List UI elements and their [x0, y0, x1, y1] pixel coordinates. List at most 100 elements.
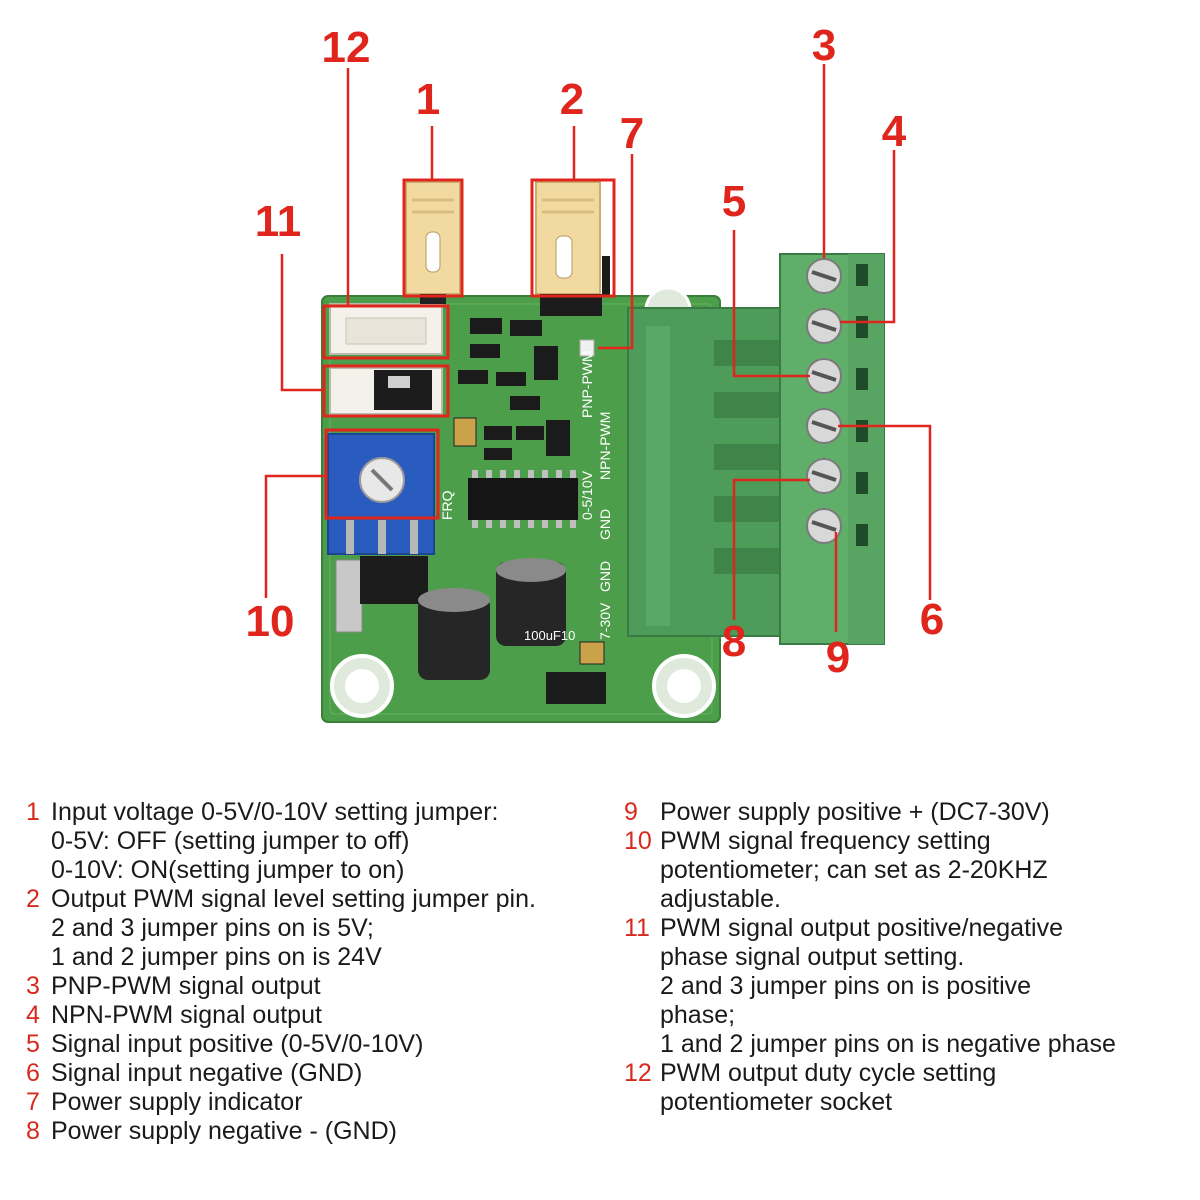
- legend-number: 4: [26, 1001, 40, 1029]
- legend-text: Output PWM signal level setting jumper p…: [51, 885, 536, 913]
- legend-text: Power supply negative - (GND): [51, 1117, 397, 1145]
- callout-number-7: 7: [620, 109, 644, 158]
- leader-line-11: [280, 254, 324, 392]
- silk-gnd: GND: [597, 509, 613, 540]
- legend-item-8: 8 Power supply negative - (GND): [26, 1117, 616, 1146]
- legend-text: PNP-PWM signal output: [51, 972, 321, 1000]
- legend-text: PWM signal frequency setting: [660, 827, 991, 855]
- callout-number-1: 1: [416, 75, 440, 124]
- terminal-screw: [806, 458, 842, 494]
- silk-power-input: 7-30V: [597, 602, 613, 640]
- legend-text: NPN-PWM signal output: [51, 1001, 322, 1029]
- input-voltage-jumper: [405, 181, 461, 304]
- electrolytic-capacitor: [418, 588, 490, 680]
- legend-text: Input voltage 0-5V/0-10V setting jumper:: [51, 798, 499, 826]
- legend-item-9: 9 Power supply positive + (DC7-30V): [624, 798, 1196, 827]
- legend-right-column: 9 Power supply positive + (DC7-30V) 10 P…: [624, 798, 1196, 1117]
- legend-number: 11: [624, 914, 650, 942]
- legend-text: PWM output duty cycle setting: [660, 1059, 997, 1087]
- terminal-screw: [806, 408, 842, 444]
- terminal-screw: [806, 358, 842, 394]
- legend-text: 1 and 2 jumper pins on is negative phase: [660, 1030, 1116, 1058]
- legend-text: phase signal output setting.: [660, 943, 965, 971]
- legend-text: 0-5V: OFF (setting jumper to off): [51, 827, 410, 855]
- leader-line-10: [264, 474, 326, 598]
- screw-terminal-block: [627, 253, 885, 645]
- callout-number-8: 8: [722, 617, 746, 666]
- legend-item-7: 7 Power supply indicator: [26, 1088, 616, 1117]
- leader-line-8: [732, 478, 810, 620]
- legend-number: 7: [26, 1088, 40, 1116]
- legend-item-3: 3 PNP-PWM signal output: [26, 972, 616, 1001]
- legend-text: 1 and 2 jumper pins on is 24V: [51, 943, 382, 971]
- legend-item-10: 10 PWM signal frequency setting potentio…: [624, 827, 1196, 914]
- legend-number: 1: [26, 798, 40, 826]
- legend-number: 6: [26, 1059, 40, 1087]
- mounting-hole: [330, 654, 394, 718]
- legend-text: Signal input negative (GND): [51, 1059, 363, 1087]
- frequency-potentiometer: [327, 433, 435, 555]
- output-level-jumper: [535, 181, 610, 316]
- terminal-screw: [806, 508, 842, 544]
- legend-number: 2: [26, 885, 40, 913]
- phase-setting-header: [329, 367, 443, 415]
- main-ic-chip: [468, 470, 578, 528]
- legend-item-11: 11 PWM signal output positive/negative p…: [624, 914, 1196, 1059]
- legend-item-12: 12 PWM output duty cycle setting potenti…: [624, 1059, 1196, 1117]
- leader-line-5: [732, 230, 810, 378]
- legend-text: 0-10V: ON(setting jumper to on): [51, 856, 405, 884]
- legend-text: 2 and 3 jumper pins on is positive: [660, 972, 1032, 1000]
- legend-item-5: 5 Signal input positive (0-5V/0-10V): [26, 1030, 616, 1059]
- capacitor-marking: 100uF10: [524, 628, 575, 643]
- legend-item-6: 6 Signal input negative (GND): [26, 1059, 616, 1088]
- callout-number-11: 11: [255, 197, 302, 246]
- duty-cycle-pot-socket: [329, 303, 443, 355]
- legend-item-2: 2 Output PWM signal level setting jumper…: [26, 885, 616, 972]
- callout-number-10: 10: [246, 597, 295, 646]
- legend-text: PWM signal output positive/negative: [660, 914, 1063, 942]
- electrolytic-capacitor: [496, 558, 566, 646]
- callout-number-3: 3: [812, 21, 836, 70]
- legend-item-1: 1 Input voltage 0-5V/0-10V setting jumpe…: [26, 798, 616, 885]
- leader-line-4: [840, 150, 896, 324]
- silk-gnd: GND: [597, 561, 613, 592]
- legend-number: 10: [624, 827, 652, 855]
- legend-number: 8: [26, 1117, 40, 1145]
- legend-text: adjustable.: [660, 885, 781, 913]
- callout-number-5: 5: [722, 177, 746, 226]
- callout-number-2: 2: [560, 75, 584, 124]
- legend-text: Power supply indicator: [51, 1088, 303, 1116]
- highlight-box-12: [322, 304, 450, 360]
- callout-number-9: 9: [826, 633, 850, 682]
- legend-item-4: 4 NPN-PWM signal output: [26, 1001, 616, 1030]
- legend-text: 2 and 3 jumper pins on is 5V;: [51, 914, 374, 942]
- leader-line-7: [598, 154, 634, 350]
- leader-line-6: [838, 424, 932, 600]
- legend-number: 9: [624, 798, 638, 826]
- terminal-screw: [806, 308, 842, 344]
- silk-signal-input: 0-5/10V: [579, 470, 595, 520]
- legend-text: potentiometer; can set as 2-20KHZ: [660, 856, 1048, 884]
- silkscreen-labels: PNP-PWM NPN-PWM 0-5/10V GND GND 7-30V FR…: [439, 350, 613, 640]
- legend-text: Signal input positive (0-5V/0-10V): [51, 1030, 424, 1058]
- mounting-hole: [652, 654, 716, 718]
- highlight-box-10: [324, 428, 440, 520]
- legend-text: phase;: [660, 1001, 736, 1029]
- silk-pnp-pwm: PNP-PWM: [579, 350, 595, 418]
- legend-number: 3: [26, 972, 40, 1000]
- smd-components: [453, 318, 595, 460]
- legend-left-column: 1 Input voltage 0-5V/0-10V setting jumpe…: [26, 798, 616, 1146]
- callout-number-6: 6: [920, 595, 944, 644]
- legend-text: potentiometer socket: [660, 1088, 893, 1116]
- voltage-regulator: [335, 556, 428, 633]
- callout-number-12: 12: [322, 23, 371, 72]
- legend-number: 5: [26, 1030, 40, 1058]
- board-diagram: 100uF10 PNP-PWM NPN-PWM 0-5/10V GND GND …: [246, 21, 944, 723]
- terminal-screw: [806, 258, 842, 294]
- legend-number: 12: [624, 1059, 652, 1087]
- callout-number-4: 4: [882, 107, 907, 156]
- legend-text: Power supply positive + (DC7-30V): [660, 798, 1050, 826]
- silk-npn-pwm: NPN-PWM: [597, 412, 613, 480]
- diode: [546, 641, 606, 704]
- silk-frq: FRQ: [439, 490, 455, 520]
